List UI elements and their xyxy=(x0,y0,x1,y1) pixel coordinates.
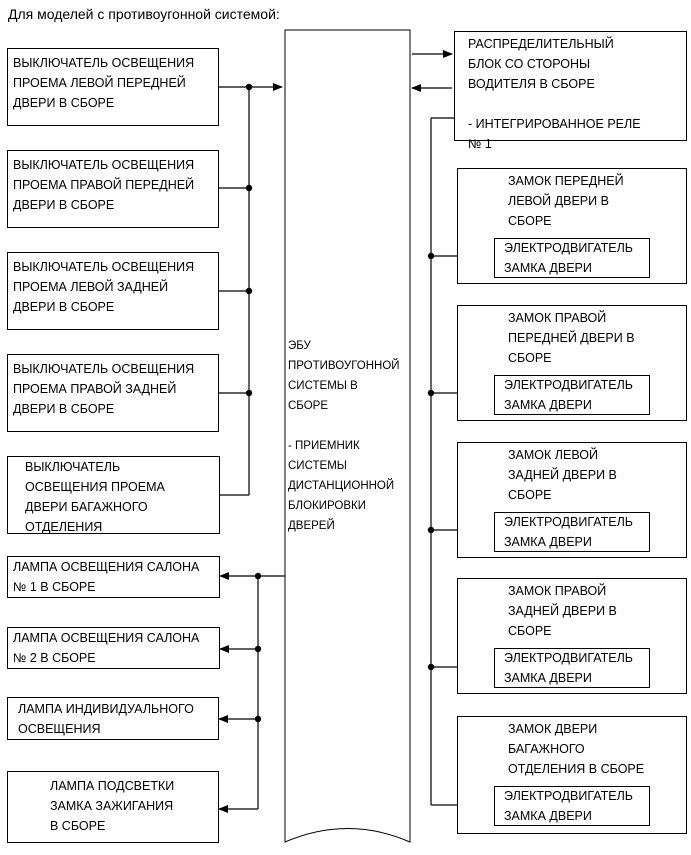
front-right-door-lock-label: ЗАМОК ПРАВОЙ ПЕРЕДНЕЙ ДВЕРИ В СБОРЕ xyxy=(508,311,635,365)
driver-side-junction-block-label: РАСПРЕДЕЛИТЕЛЬНЫЙ БЛОК СО СТОРОНЫ ВОДИТЕ… xyxy=(468,37,641,151)
rear-left-door-lock-motor-label: ЭЛЕКТРОДВИГАТЕЛЬ ЗАМКА ДВЕРИ xyxy=(504,515,633,549)
room-lamp-2: ЛАМПА ОСВЕЩЕНИЯ САЛОНА № 2 В СБОРЕ xyxy=(7,627,220,669)
rear-left-door-lock-label: ЗАМОК ЛЕВОЙ ЗАДНЕЙ ДВЕРИ В СБОРЕ xyxy=(508,448,617,502)
front-right-door-courtesy-switch-label: ВЫКЛЮЧАТЕЛЬ ОСВЕЩЕНИЯ ПРОЕМА ПРАВОЙ ПЕРЕ… xyxy=(13,158,195,212)
diagram-title: Для моделей с противоугонной системой: xyxy=(8,6,280,22)
luggage-door-lock-motor-label: ЭЛЕКТРОДВИГАТЕЛЬ ЗАМКА ДВЕРИ xyxy=(504,789,633,823)
rear-right-door-lock-label: ЗАМОК ПРАВОЙ ЗАДНЕЙ ДВЕРИ В СБОРЕ xyxy=(508,584,617,638)
ecu-label: ЭБУ ПРОТИВОУГОННОЙ СИСТЕМЫ В СБОРЕ - ПРИ… xyxy=(288,340,400,532)
rear-right-door-courtesy-switch: ВЫКЛЮЧАТЕЛЬ ОСВЕЩЕНИЯ ПРОЕМА ПРАВОЙ ЗАДН… xyxy=(7,354,219,432)
luggage-door-lock: ЗАМОК ДВЕРИ БАГАЖНОГО ОТДЕЛЕНИЯ В СБОРЕ … xyxy=(457,716,687,834)
input-bus-junctions xyxy=(245,83,253,397)
room-lamp-1: ЛАМПА ОСВЕЩЕНИЯ САЛОНА № 1 В СБОРЕ xyxy=(7,556,220,598)
front-left-door-lock-motor: ЭЛЕКТРОДВИГАТЕЛЬ ЗАМКА ДВЕРИ xyxy=(494,238,650,278)
rear-right-door-lock-motor: ЭЛЕКТРОДВИГАТЕЛЬ ЗАМКА ДВЕРИ xyxy=(494,648,650,688)
ecu-junction-block-link xyxy=(411,50,453,92)
front-right-door-lock-motor-label: ЭЛЕКТРОДВИГАТЕЛЬ ЗАМКА ДВЕРИ xyxy=(504,378,633,412)
rear-right-door-courtesy-switch-label: ВЫКЛЮЧАТЕЛЬ ОСВЕЩЕНИЯ ПРОЕМА ПРАВОЙ ЗАДН… xyxy=(13,362,195,416)
rear-left-door-lock: ЗАМОК ЛЕВОЙ ЗАДНЕЙ ДВЕРИ В СБОРЕ ЭЛЕКТРО… xyxy=(457,442,687,558)
front-left-door-courtesy-switch: ВЫКЛЮЧАТЕЛЬ ОСВЕЩЕНИЯ ПРОЕМА ЛЕВОЙ ПЕРЕД… xyxy=(7,48,219,126)
ecu-block-outline xyxy=(284,29,411,843)
ignition-key-cylinder-light-label: ЛАМПА ПОДСВЕТКИ ЗАМКА ЗАЖИГАНИЯ В СБОРЕ xyxy=(50,779,175,833)
front-right-door-lock-motor: ЭЛЕКТРОДВИГАТЕЛЬ ЗАМКА ДВЕРИ xyxy=(494,375,650,415)
rear-left-door-courtesy-switch: ВЫКЛЮЧАТЕЛЬ ОСВЕЩЕНИЯ ПРОЕМА ЛЕВОЙ ЗАДНЕ… xyxy=(7,252,219,330)
front-left-door-courtesy-switch-label: ВЫКЛЮЧАТЕЛЬ ОСВЕЩЕНИЯ ПРОЕМА ЛЕВОЙ ПЕРЕД… xyxy=(13,56,195,110)
motor-bus-junctions xyxy=(427,252,435,671)
lamp-bus-junctions xyxy=(254,572,262,723)
personal-lamp: ЛАМПА ИНДИВИДУАЛЬНОГО ОСВЕЩЕНИЯ xyxy=(7,697,219,740)
front-left-door-lock: ЗАМОК ПЕРЕДНЕЙ ЛЕВОЙ ДВЕРИ В СБОРЕ ЭЛЕКТ… xyxy=(457,168,687,284)
driver-side-junction-block: РАСПРЕДЕЛИТЕЛЬНЫЙ БЛОК СО СТОРОНЫ ВОДИТЕ… xyxy=(454,31,687,151)
lamp-bus xyxy=(218,572,285,813)
luggage-door-lock-label: ЗАМОК ДВЕРИ БАГАЖНОГО ОТДЕЛЕНИЯ В СБОРЕ xyxy=(508,722,645,776)
rear-right-door-lock: ЗАМОК ПРАВОЙ ЗАДНЕЙ ДВЕРИ В СБОРЕ ЭЛЕКТР… xyxy=(457,578,687,694)
rear-left-door-courtesy-switch-label: ВЫКЛЮЧАТЕЛЬ ОСВЕЩЕНИЯ ПРОЕМА ЛЕВОЙ ЗАДНЕ… xyxy=(13,260,195,314)
room-lamp-1-label: ЛАМПА ОСВЕЩЕНИЯ САЛОНА № 1 В СБОРЕ xyxy=(13,560,200,594)
personal-lamp-label: ЛАМПА ИНДИВИДУАЛЬНОГО ОСВЕЩЕНИЯ xyxy=(18,702,194,736)
front-right-door-lock: ЗАМОК ПРАВОЙ ПЕРЕДНЕЙ ДВЕРИ В СБОРЕ ЭЛЕК… xyxy=(457,305,687,421)
room-lamp-2-label: ЛАМПА ОСВЕЩЕНИЯ САЛОНА № 2 В СБОРЕ xyxy=(13,631,200,665)
rear-right-door-lock-motor-label: ЭЛЕКТРОДВИГАТЕЛЬ ЗАМКА ДВЕРИ xyxy=(504,651,633,685)
ignition-key-cylinder-light: ЛАМПА ПОДСВЕТКИ ЗАМКА ЗАЖИГАНИЯ В СБОРЕ xyxy=(7,771,219,843)
front-left-door-lock-label: ЗАМОК ПЕРЕДНЕЙ ЛЕВОЙ ДВЕРИ В СБОРЕ xyxy=(508,174,624,228)
front-right-door-courtesy-switch: ВЫКЛЮЧАТЕЛЬ ОСВЕЩЕНИЯ ПРОЕМА ПРАВОЙ ПЕРЕ… xyxy=(7,150,219,228)
luggage-door-courtesy-switch: ВЫКЛЮЧАТЕЛЬ ОСВЕЩЕНИЯ ПРОЕМА ДВЕРИ БАГАЖ… xyxy=(7,456,220,534)
front-left-door-lock-motor-label: ЭЛЕКТРОДВИГАТЕЛЬ ЗАМКА ДВЕРИ xyxy=(504,241,633,275)
luggage-door-courtesy-switch-label: ВЫКЛЮЧАТЕЛЬ ОСВЕЩЕНИЯ ПРОЕМА ДВЕРИ БАГАЖ… xyxy=(25,460,165,534)
luggage-door-lock-motor: ЭЛЕКТРОДВИГАТЕЛЬ ЗАМКА ДВЕРИ xyxy=(494,786,650,826)
rear-left-door-lock-motor: ЭЛЕКТРОДВИГАТЕЛЬ ЗАМКА ДВЕРИ xyxy=(494,512,650,552)
